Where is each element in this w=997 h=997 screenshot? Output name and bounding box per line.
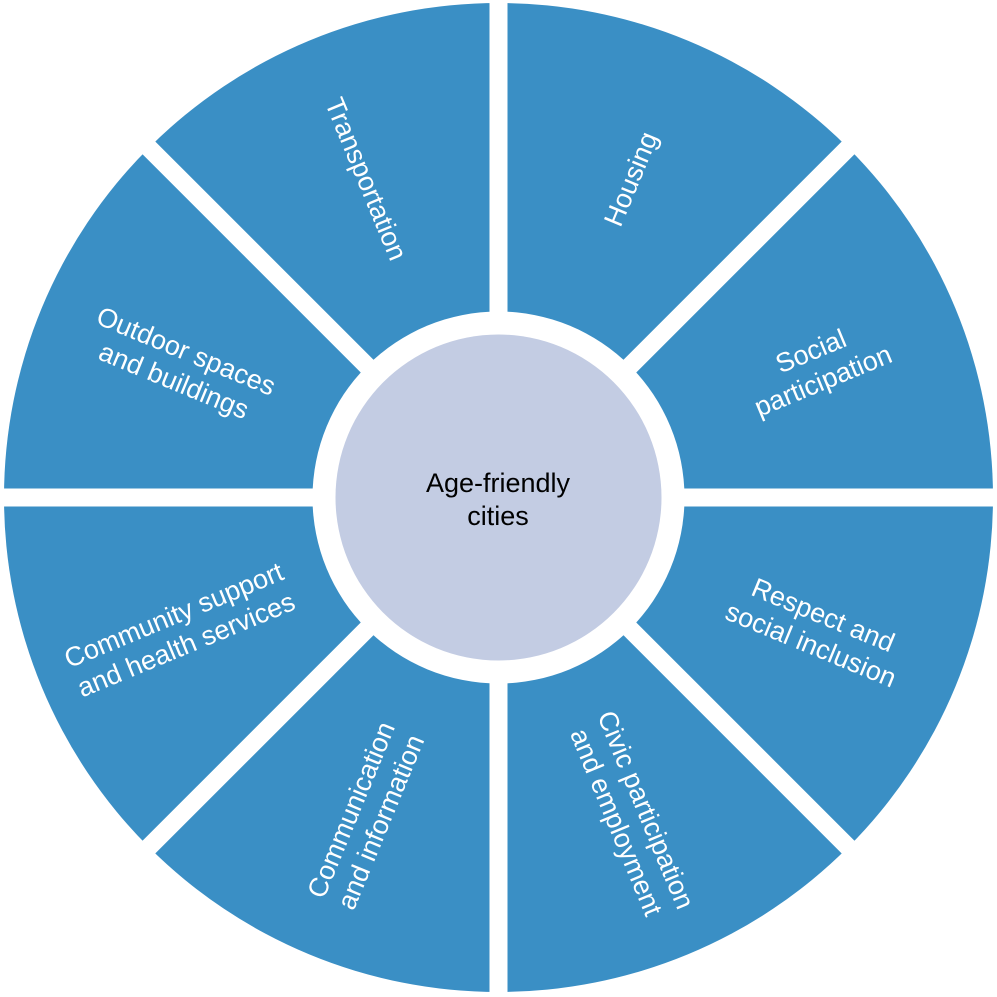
hub-label-line: Age-friendly — [425, 468, 571, 498]
hub-label: Age-friendly cities — [426, 467, 570, 533]
hub-label-line: cities — [467, 501, 529, 531]
hub-circle — [335, 334, 662, 661]
